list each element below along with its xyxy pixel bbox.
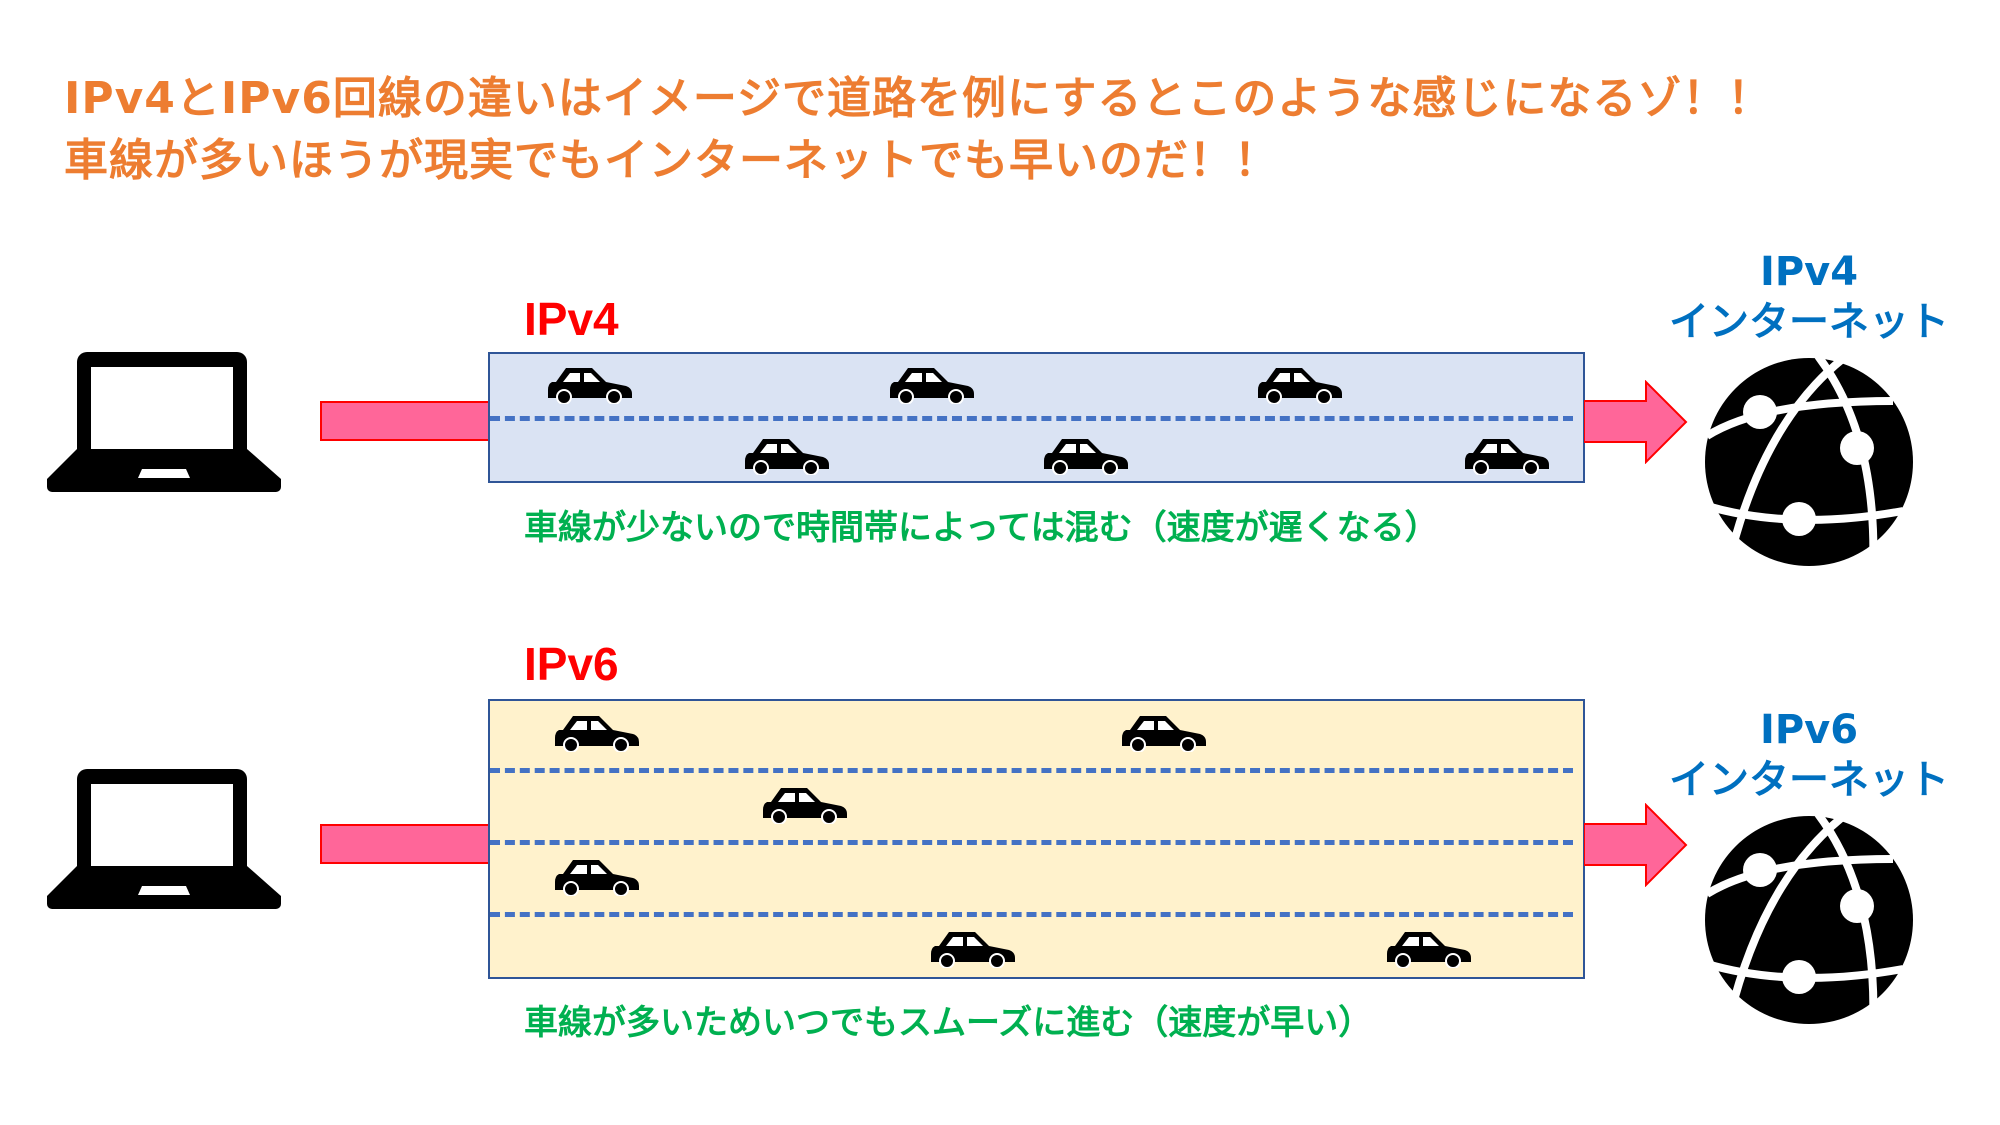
- car-icon: [1463, 437, 1551, 476]
- car-icon: [546, 366, 634, 405]
- lane-divider: [490, 840, 1573, 845]
- car-icon: [929, 930, 1017, 969]
- car-icon: [553, 858, 641, 897]
- ipv6-arrow-head: [1584, 803, 1688, 887]
- car-icon: [1385, 930, 1473, 969]
- ipv4-road: [488, 352, 1585, 483]
- car-icon: [553, 714, 641, 753]
- ipv4-internet-subtitle: インターネット: [1669, 299, 1949, 345]
- ipv6-internet-subtitle: インターネット: [1669, 757, 1949, 803]
- ipv6-arrow-tail: [320, 824, 490, 864]
- ipv6-internet-title: IPv6: [1759, 707, 1859, 753]
- ipv4-label: IPv4: [524, 293, 619, 345]
- car-icon: [1120, 714, 1208, 753]
- lane-divider: [490, 912, 1573, 917]
- title-line-1: IPv4とIPv6回線の違いはイメージで道路を例にするとこのような感じになるゾ！…: [64, 73, 1773, 124]
- lane-divider: [490, 768, 1573, 773]
- globe-icon: [1703, 805, 1915, 1030]
- ipv4-note: 車線が少ないので時間帯によっては混む（速度が遅くなる）: [524, 508, 1439, 548]
- ipv6-label: IPv6: [524, 638, 619, 690]
- car-icon: [1256, 366, 1344, 405]
- ipv6-note: 車線が多いためいつでもスムーズに進む（速度が早い）: [524, 1003, 1373, 1043]
- globe-icon: [1703, 347, 1915, 572]
- ipv6-internet-label: IPv6 インターネット: [1649, 705, 1969, 805]
- car-icon: [1042, 437, 1130, 476]
- laptop-icon: [47, 769, 281, 909]
- laptop-icon: [47, 352, 281, 492]
- car-icon: [888, 366, 976, 405]
- ipv4-arrow-tail: [320, 401, 490, 441]
- lane-divider: [490, 416, 1573, 421]
- title-line-2: 車線が多いほうが現実でもインターネットでも早いのだ！！: [64, 135, 1279, 186]
- car-icon: [743, 437, 831, 476]
- ipv4-arrow-head: [1584, 380, 1688, 464]
- ipv4-internet-label: IPv4 インターネット: [1649, 247, 1969, 347]
- car-icon: [761, 786, 849, 825]
- ipv4-internet-title: IPv4: [1759, 249, 1859, 295]
